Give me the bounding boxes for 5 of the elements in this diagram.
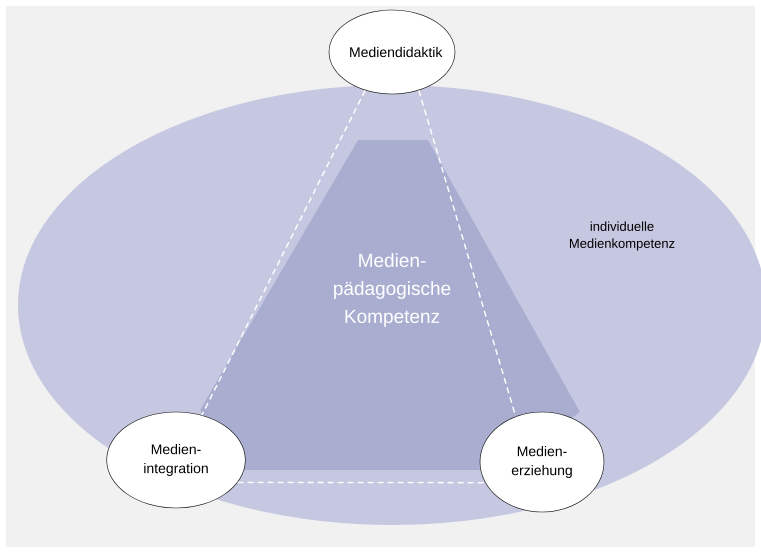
area-label: Medien- pädagogische Kompetenz <box>334 253 450 327</box>
dashed-line <box>201 90 366 416</box>
dashed-line <box>418 90 516 417</box>
dashed-line <box>238 482 486 484</box>
ellipse-node: Mediendidaktik <box>328 10 456 94</box>
